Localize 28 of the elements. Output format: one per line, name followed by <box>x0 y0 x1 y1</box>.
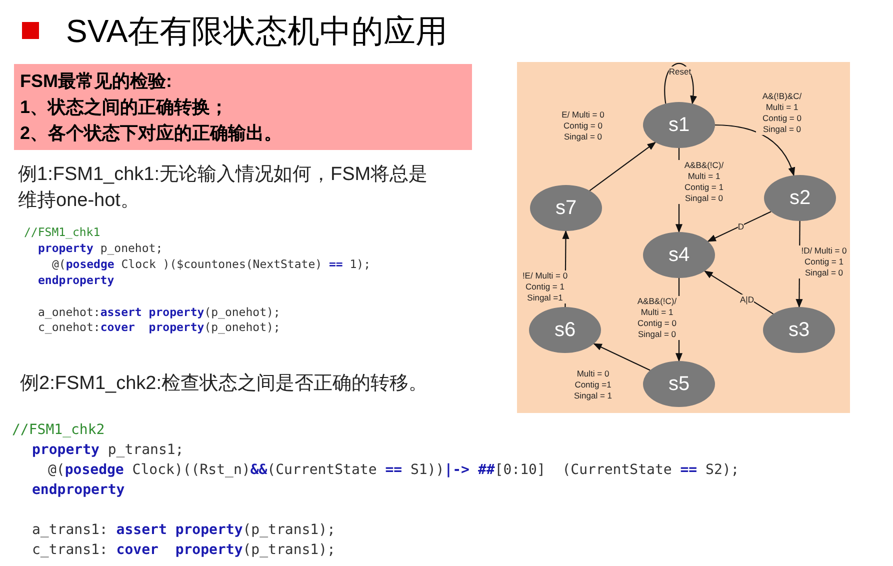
arrow <box>707 211 772 242</box>
example-text: 例2:FSM1_chk2:检查状态之间是否正确的转移。 <box>20 372 428 396</box>
code-line: a_trans1: assert property(p_trans1); <box>32 522 336 538</box>
title: SVA在有限状态机中的应用 <box>66 12 448 51</box>
edge-label: Reset <box>668 66 692 78</box>
code-line: property p_trans1; <box>32 442 184 458</box>
note-box <box>14 64 472 150</box>
arrow <box>589 142 656 192</box>
code-line: @(posedge Clock )($countones(NextState) == 1); <box>52 257 371 271</box>
code-line: endproperty <box>32 482 125 498</box>
code-line: property p_onehot; <box>38 241 163 255</box>
code-line: endproperty <box>38 273 114 287</box>
code-comment: //FSM1_chk2 <box>12 422 105 438</box>
code-line: c_trans1: cover property(p_trans1); <box>32 542 336 558</box>
arrow <box>593 343 650 371</box>
arrow <box>714 124 795 176</box>
note-heading: FSM最常见的检验: <box>20 70 172 93</box>
arrow <box>704 270 774 314</box>
example-text: 例1:FSM1_chk1:无论输入情况如何，FSM将总是维持one-hot。 <box>18 163 429 213</box>
note-line: 1、状态之间的正确转换； <box>20 96 228 119</box>
code-comment: //FSM1_chk1 <box>24 225 100 239</box>
code-line: c_onehot:cover property(p_onehot); <box>38 320 280 334</box>
edge-label: D <box>738 222 744 232</box>
note-line: 2、各个状态下对应的正确输出。 <box>20 122 282 145</box>
edge-label: A|D <box>740 294 754 306</box>
arrow <box>664 63 696 105</box>
code-line: @(posedge Clock)((Rst_n)&&(CurrentState == S1))|-> ##[0:10] (CurrentState == S2); <box>48 462 740 478</box>
code-line: a_onehot:assert property(p_onehot); <box>38 305 280 319</box>
